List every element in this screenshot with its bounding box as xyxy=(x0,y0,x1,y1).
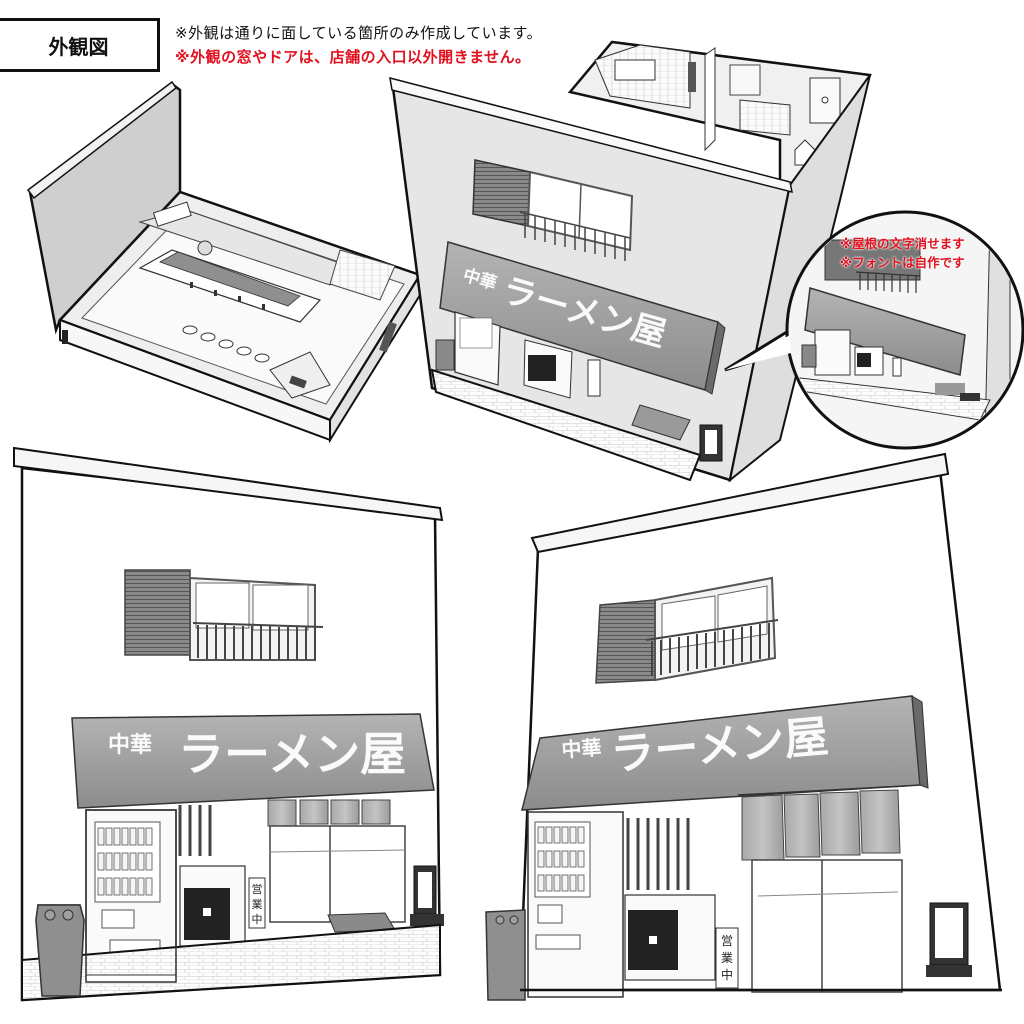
left-open-sign-char-2: 業 xyxy=(252,898,263,911)
callout-note-custom-font: ※フォントは自作です xyxy=(840,255,965,270)
left-open-sign-char-3: 中 xyxy=(252,913,263,926)
note-windows-doors: ※外観の窓やドアは、店舗の入口以外開きません。 xyxy=(175,48,531,66)
right-open-sign-char-2: 業 xyxy=(721,951,733,965)
right-awning-small-text: 中華 xyxy=(561,735,603,762)
left-awning-large-text: ラーメン屋 xyxy=(178,727,406,781)
page-title: 外観図 xyxy=(48,34,109,59)
left-awning-small-text: 中華 xyxy=(108,733,152,758)
callout-note-removable-text: ※屋根の文字消せます xyxy=(840,236,965,251)
right-open-sign-char-3: 中 xyxy=(721,967,733,982)
left-open-sign-char-1: 営 xyxy=(252,882,263,896)
page-title-box: 外観図 xyxy=(0,18,160,72)
note-exterior-scope: ※外観は通りに面している箇所のみ作成しています。 xyxy=(175,24,543,42)
right-open-sign-char-1: 営 xyxy=(721,934,733,948)
